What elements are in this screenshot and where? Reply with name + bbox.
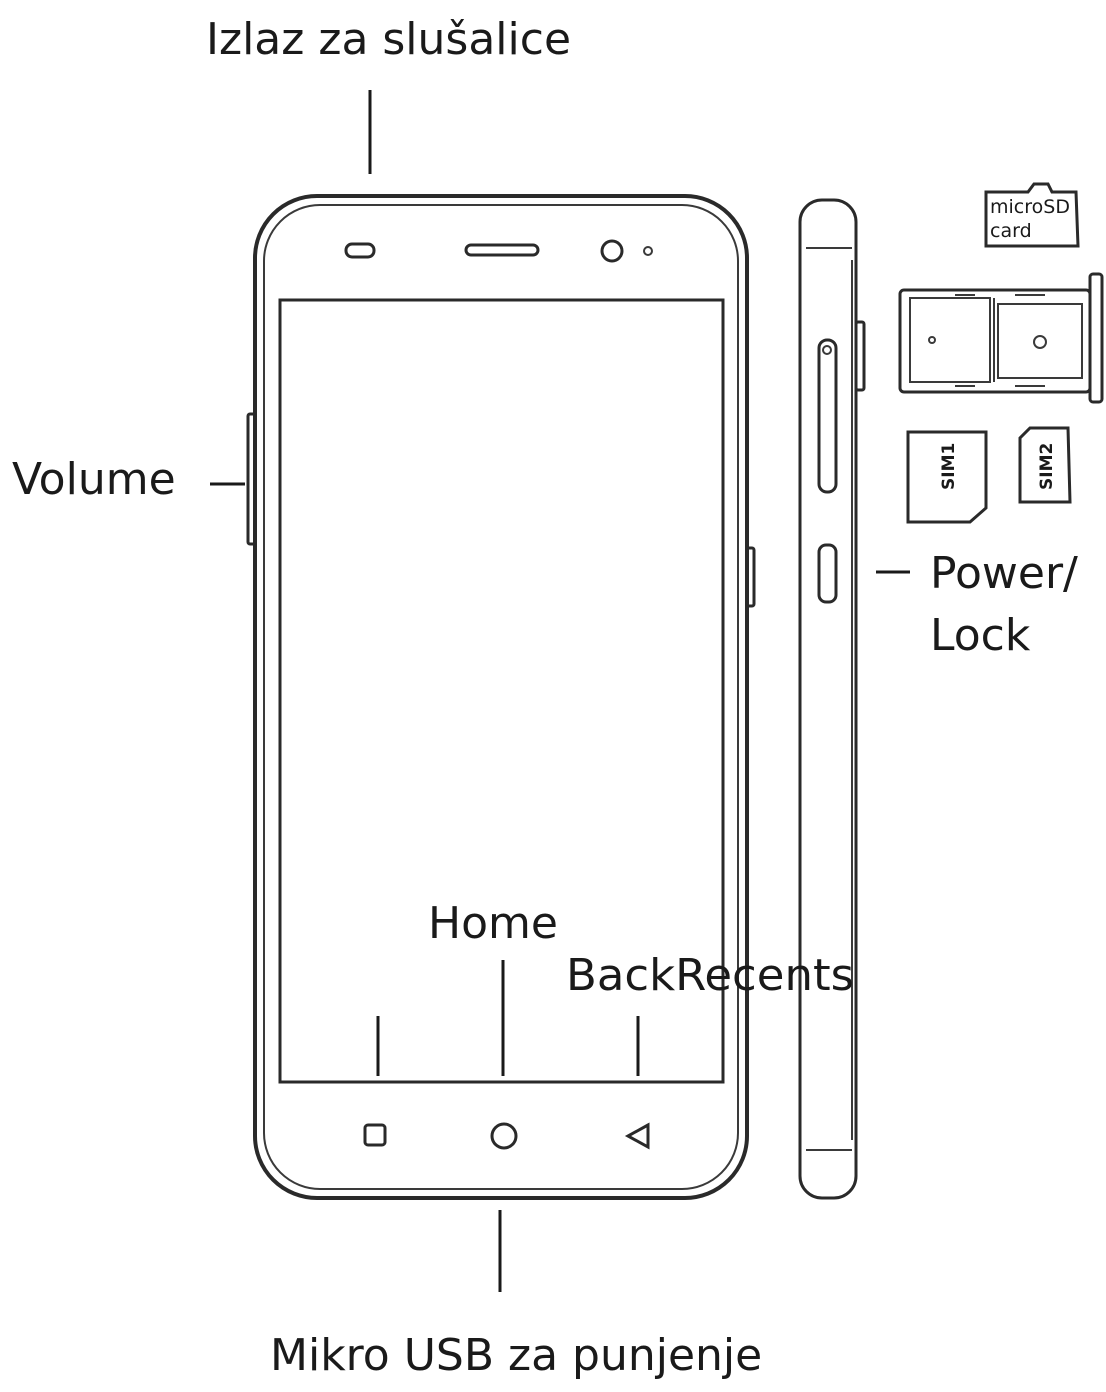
sim2-card: SIM2 bbox=[1018, 426, 1072, 504]
sim-tray-slot1 bbox=[909, 297, 991, 383]
sim-tray bbox=[898, 272, 1104, 404]
volume-label: Volume bbox=[12, 454, 176, 505]
front-camera bbox=[600, 239, 624, 263]
home-label: Home bbox=[428, 898, 558, 949]
screen bbox=[278, 298, 725, 1084]
light-sensor bbox=[643, 246, 653, 256]
phone-body-inner bbox=[263, 204, 739, 1190]
phone-side-view bbox=[798, 198, 866, 1200]
microsd-label-line2: card bbox=[990, 220, 1032, 242]
sim-tray-hole-2 bbox=[1033, 335, 1047, 349]
power-label-line1: Power/ bbox=[930, 548, 1078, 599]
headphone-label: Izlaz za slušalice bbox=[206, 14, 571, 65]
power-label-line2: Lock bbox=[930, 610, 1031, 661]
phone-body bbox=[253, 194, 749, 1200]
volume-button bbox=[246, 412, 257, 546]
sim-tray-handle bbox=[1088, 272, 1104, 404]
side-tray-bump bbox=[854, 320, 866, 392]
sim1-label: SIM1 bbox=[939, 443, 959, 490]
recents-square-icon bbox=[363, 1123, 387, 1147]
side-power-button bbox=[817, 543, 838, 604]
side-volume-rocker bbox=[817, 338, 838, 494]
earpiece-speaker bbox=[464, 243, 540, 257]
usb-label: Mikro USB za punjenje bbox=[270, 1330, 762, 1381]
back-recents-label: BackRecents bbox=[566, 950, 854, 1001]
sim2-label: SIM2 bbox=[1037, 443, 1057, 490]
sim2-card-outline bbox=[1018, 426, 1072, 504]
power-button-front bbox=[745, 546, 756, 608]
microsd-card: microSD card bbox=[984, 182, 1080, 248]
tray-eject-hole bbox=[822, 345, 832, 355]
sim-tray-hole-1 bbox=[928, 336, 936, 344]
proximity-sensor bbox=[344, 242, 376, 259]
home-circle-icon bbox=[490, 1122, 518, 1150]
sim1-card: SIM1 bbox=[906, 430, 988, 524]
phone-front-view bbox=[246, 194, 756, 1200]
sim-tray-slot2 bbox=[997, 303, 1083, 379]
microsd-label-line1: microSD bbox=[990, 196, 1070, 218]
microsd-card-outline bbox=[984, 182, 1080, 248]
back-triangle-icon bbox=[624, 1122, 650, 1150]
sim1-card-outline bbox=[906, 430, 988, 524]
side-body bbox=[798, 198, 858, 1200]
